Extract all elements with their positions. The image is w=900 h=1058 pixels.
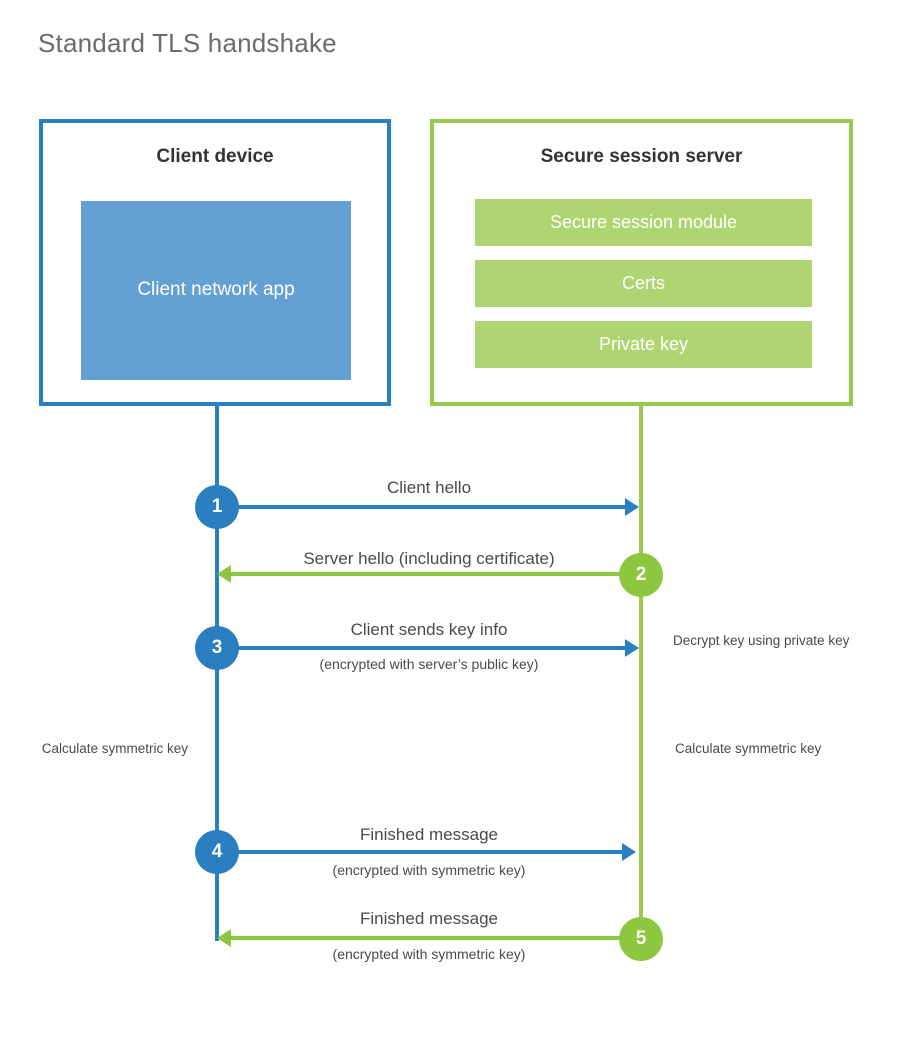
step-2-label: Server hello (including certificate) (303, 549, 555, 568)
step-4-sublabel: (encrypted with symmetric key) (332, 862, 526, 878)
step-2-arrow-head-icon (217, 565, 231, 583)
step-1-arrow-head-icon (625, 498, 639, 516)
server-module-certs: Certs (475, 260, 812, 307)
step-2-arrow-line (231, 572, 641, 576)
server-calculate-note: Calculate symmetric key (675, 741, 822, 756)
step-2-circle: 2 (619, 553, 663, 597)
step-5-arrow-head-icon (217, 929, 231, 947)
client-network-app-block: Client network app (81, 201, 351, 380)
step-5-sublabel: (encrypted with symmetric key) (332, 946, 526, 962)
secure-session-server-title: Secure session server (540, 146, 743, 167)
step-3-arrow-head-icon (625, 639, 639, 657)
step-5-circle: 5 (619, 917, 663, 961)
server-module-secure-session: Secure session module (475, 199, 812, 246)
client-calculate-note: Calculate symmetric key (41, 741, 188, 756)
server-decrypt-note: Decrypt key using private key (673, 633, 850, 648)
server-lifeline (639, 402, 643, 941)
step-4-label: Finished message (360, 825, 498, 844)
step-1-arrow-line (217, 505, 625, 509)
client-device-title: Client device (156, 146, 274, 167)
step-3-label: Client sends key info (350, 620, 508, 639)
client-device-box: Client device Client network app (39, 119, 391, 406)
step-3-arrow-line (217, 646, 625, 650)
step-5-arrow-line (231, 936, 641, 940)
step-4-arrow-line (217, 850, 622, 854)
page-title: Standard TLS handshake (38, 28, 337, 58)
secure-session-server-box: Secure session server Secure session mod… (430, 119, 853, 406)
step-4-arrow-head-icon (622, 843, 636, 861)
step-1-circle: 1 (195, 485, 239, 529)
step-4-circle: 4 (195, 830, 239, 874)
step-1-label: Client hello (386, 478, 472, 497)
step-3-circle: 3 (195, 626, 239, 670)
client-lifeline (215, 402, 219, 941)
server-module-private-key: Private key (475, 321, 812, 368)
server-modules-list: Secure session module Certs Private key (475, 199, 812, 382)
step-3-sublabel: (encrypted with server’s public key) (319, 656, 539, 672)
step-5-label: Finished message (360, 909, 498, 928)
